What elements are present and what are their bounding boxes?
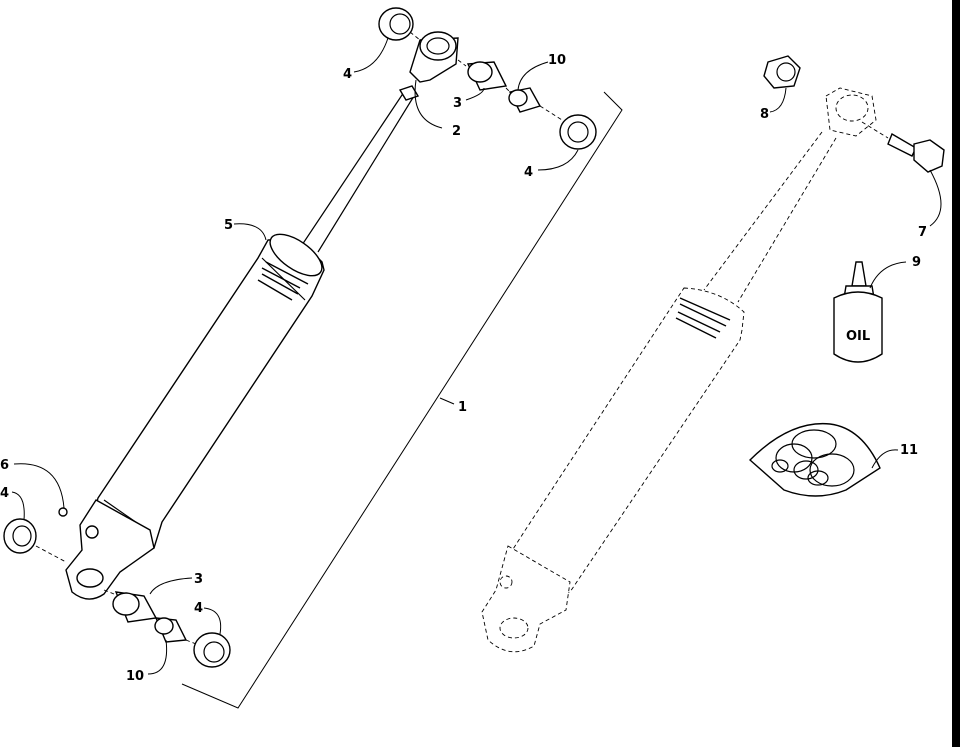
callout-4-upper-left: 4 [343, 67, 352, 82]
callout-9: 9 [912, 255, 921, 270]
shock-assembly-left [65, 31, 459, 600]
callout-11: 11 [900, 443, 918, 458]
callout-8: 8 [760, 107, 769, 122]
callout-10-lower: 10 [126, 669, 144, 684]
upper-bushing-4 [378, 7, 421, 41]
shock-shaft [301, 85, 420, 253]
shock-oil-bottle-9: OIL [833, 261, 883, 363]
lower-sleeve-3 [103, 589, 158, 623]
lock-nut-8 [763, 55, 801, 89]
lower-eyelet [65, 499, 155, 600]
callout-2: 2 [452, 124, 461, 139]
callout-3-lower: 3 [194, 572, 203, 587]
grease-fitting-6 [58, 507, 68, 517]
lower-spacer-10 [154, 617, 188, 643]
callout-labels: 4 2 3 10 4 5 1 6 4 3 4 10 8 7 9 11 [0, 53, 927, 684]
leader-lines [11, 37, 942, 675]
shock-body [91, 233, 325, 552]
cap-screw-7 [861, 121, 945, 173]
callout-4-lower-right: 4 [194, 601, 203, 616]
upper-spacer-10 [505, 87, 542, 113]
callout-5: 5 [224, 218, 233, 233]
upper-eyelet [409, 31, 459, 83]
callout-1: 1 [458, 400, 467, 415]
callout-10-upper: 10 [548, 53, 566, 68]
shock-assembly-right-phantom [481, 87, 877, 653]
callout-4-lower-left: 4 [0, 486, 9, 501]
seal-kit-11 [748, 422, 881, 497]
right-edge-border [952, 0, 960, 747]
callout-6: 6 [0, 458, 9, 473]
lower-bushing-4 [3, 518, 67, 563]
lower-bushing-4b [185, 632, 231, 668]
assembly-bracket [181, 91, 623, 709]
callout-4-upper-right: 4 [524, 165, 533, 180]
upper-sleeve-3 [457, 59, 508, 91]
callout-3-upper: 3 [453, 96, 462, 111]
oil-bottle-label: OIL [846, 329, 870, 344]
callout-7: 7 [918, 225, 927, 240]
upper-bushing-4b [539, 105, 597, 150]
